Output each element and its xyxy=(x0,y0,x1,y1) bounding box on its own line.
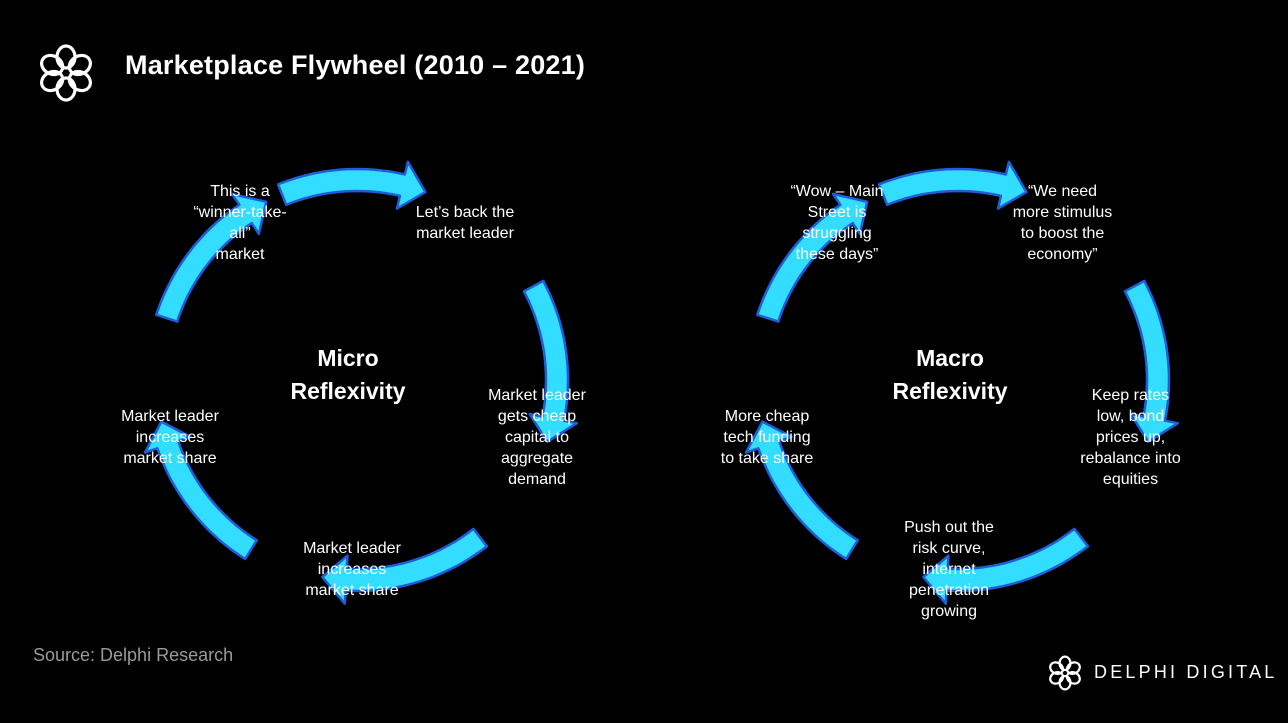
micro-node-increases-share-left: Market leader increases market share xyxy=(121,408,219,467)
macro-node-keep-rates-low: Keep rates low, bond prices up, rebalanc… xyxy=(1080,387,1181,488)
macro-node-more-stimulus: “We need more stimulus to boost the econ… xyxy=(1012,183,1113,263)
micro-node-back-leader: Let’s back the market leader xyxy=(415,204,515,242)
macro-center-label: Macro Reflexivity xyxy=(892,345,1008,404)
micro-cycle-arrow-2 xyxy=(522,279,579,444)
micro-cycle-arrow-3 xyxy=(321,527,489,605)
macro-cycle-arrow-1 xyxy=(877,160,1028,210)
macro-node-main-street: “Wow – Main Street is struggling these d… xyxy=(790,183,884,263)
micro-node-cheap-capital: Market leader gets cheap capital to aggr… xyxy=(488,387,586,488)
delphi-brand-icon xyxy=(1049,655,1081,691)
micro-node-increases-share-bottom: Market leader increases market share xyxy=(303,540,401,599)
macro-cycle-arrow-5 xyxy=(756,192,869,323)
macro-cycle-arrow-4 xyxy=(744,420,860,561)
macro-cycle-arrow-2 xyxy=(1123,279,1180,444)
brand-wordmark: DELPHI DIGITAL xyxy=(1094,662,1278,682)
source-note: Source: Delphi Research xyxy=(33,645,234,665)
micro-cycle-arrow-5 xyxy=(155,192,268,323)
macro-node-cheap-tech-funding: More cheap tech funding to take share xyxy=(720,408,814,467)
macro-node-risk-curve: Push out the risk curve, internet penetr… xyxy=(904,519,994,620)
micro-cycle-arrow-1 xyxy=(276,160,427,210)
page-title: Marketplace Flywheel (2010 – 2021) xyxy=(125,50,586,80)
micro-cycle-arrow-4 xyxy=(143,420,259,561)
micro-node-winner-take-all: This is a “winner-take- all” market xyxy=(193,183,287,263)
macro-cycle-arrow-3 xyxy=(922,527,1090,605)
micro-center-label: Micro Reflexivity xyxy=(290,345,406,404)
delphi-logo-icon xyxy=(40,44,92,102)
